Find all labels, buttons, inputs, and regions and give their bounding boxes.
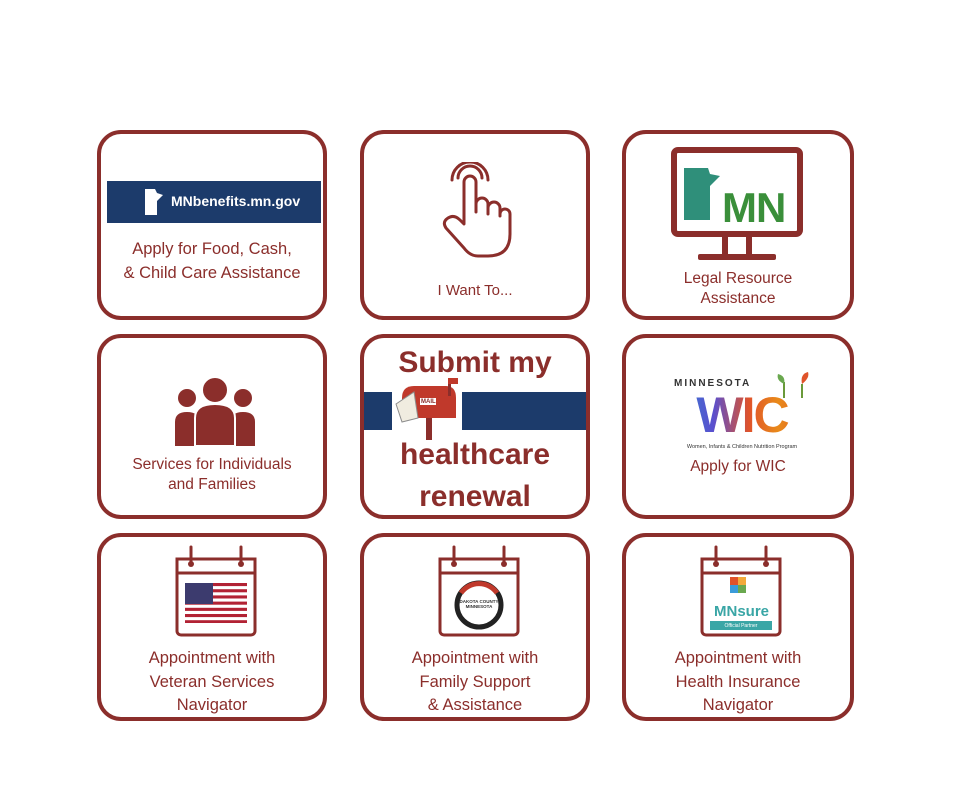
calendar-county-seal-icon <box>438 545 520 637</box>
tile-legal-resource[interactable]: MN Legal Resource Assistance <box>622 130 854 320</box>
wic-logo: WIC <box>670 388 814 442</box>
county-seal-text: DAKOTA COUNTY MINNESOTA <box>459 599 499 609</box>
renewal-line-3: renewal <box>419 480 531 513</box>
computer-monitor-icon <box>671 147 803 260</box>
veteran-services-label: Appointment with Veteran Services Naviga… <box>148 649 276 714</box>
wic-sprout-icon <box>777 372 809 398</box>
tile-i-want-to[interactable]: I Want To... <box>360 130 590 320</box>
tile-healthcare-renewal[interactable]: Submit my MAIL healthcare renewal <box>360 334 590 519</box>
tile-wic[interactable]: MINNESOTA WIC Women, Infants & Children … <box>622 334 854 519</box>
family-support-label: Appointment with Family Support & Assist… <box>411 649 539 714</box>
mailbox-icon <box>395 378 458 440</box>
wic-label: Apply for WIC <box>690 458 786 475</box>
calendar-mnsure-icon <box>700 545 782 637</box>
renewal-stripe-right <box>462 392 586 430</box>
calendar-flag-icon <box>175 545 257 637</box>
renewal-stripe-left <box>364 392 392 430</box>
services-label: Services for Individuals and Families <box>132 456 292 493</box>
people-group-icon <box>175 376 255 447</box>
wic-state-text: MINNESOTA <box>674 378 752 389</box>
wic-tagline: Women, Infants & Children Nutrition Prog… <box>686 444 798 450</box>
mnsure-logo-text: MNsure <box>714 603 770 620</box>
mnbenefits-label: Apply for Food, Cash, & Child Care Assis… <box>123 240 301 282</box>
tile-family-support[interactable]: DAKOTA COUNTY MINNESOTA Appointment with… <box>360 533 590 721</box>
mnbenefits-banner: MNbenefits.mn.gov <box>107 181 321 223</box>
health-insurance-label: Appointment with Health Insurance Naviga… <box>674 649 802 714</box>
renewal-line-2: healthcare <box>399 438 551 471</box>
tile-health-insurance[interactable]: MNsure Official Partner Appointment with… <box>622 533 854 721</box>
pointing-hand-icon <box>442 162 512 258</box>
mnbenefits-banner-text: MNbenefits.mn.gov <box>171 193 301 209</box>
minnesota-state-icon <box>145 189 163 215</box>
mn-logo-text: MN <box>722 184 786 231</box>
tile-mnbenefits[interactable]: MNbenefits.mn.gov Apply for Food, Cash, … <box>97 130 327 320</box>
mnsure-partner-badge: Official Partner <box>724 623 758 629</box>
i-want-to-label: I Want To... <box>437 282 513 299</box>
tile-veteran-services[interactable]: Appointment with Veteran Services Naviga… <box>97 533 327 721</box>
legal-resource-label: Legal Resource Assistance <box>683 270 793 307</box>
tile-services[interactable]: Services for Individuals and Families <box>97 334 327 519</box>
renewal-line-1: Submit my <box>398 346 552 379</box>
mailbox-label: MAIL <box>421 399 436 405</box>
